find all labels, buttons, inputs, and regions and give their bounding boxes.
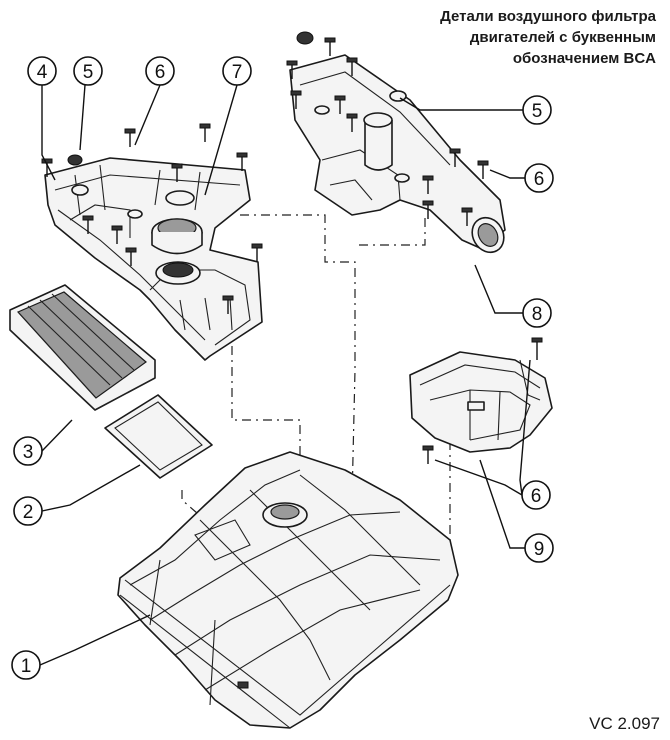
callout-2: 2 (13, 496, 43, 526)
callout-number: 1 (21, 656, 32, 677)
callout-number: 5 (532, 101, 543, 122)
filter-element (9, 284, 156, 411)
callout-6: 6 (145, 56, 175, 86)
callout-3: 3 (13, 436, 43, 466)
screws-upper (41, 123, 263, 314)
callout-number: 9 (534, 539, 545, 560)
screws-duct (286, 37, 489, 226)
title-line: обозначением BCA (512, 50, 656, 67)
callout-4: 4 (27, 56, 57, 86)
callout-5: 5 (73, 56, 103, 86)
figure-code: VC 2.097 (589, 714, 660, 733)
title-line: двигателей с буквенным (469, 29, 656, 46)
callout-6-duct: 6 (524, 163, 554, 193)
screws-resonator (422, 337, 543, 464)
callout-number: 2 (23, 502, 34, 523)
filter-housing-lower (117, 451, 459, 729)
callout-9: 9 (524, 533, 554, 563)
callout-5-duct: 5 (522, 95, 552, 125)
callout-number: 7 (232, 62, 243, 83)
callout-number: 6 (534, 169, 545, 190)
filter-cover-upper (44, 154, 263, 361)
callouts: 4 5 6 7 5 6 8 6 (11, 56, 554, 680)
callout-8: 8 (522, 298, 552, 328)
callout-number: 8 (532, 304, 543, 325)
callout-7: 7 (222, 56, 252, 86)
callout-6-resonator: 6 (521, 480, 551, 510)
callout-number: 5 (83, 62, 94, 83)
title-line: Детали воздушного фильтра (440, 8, 656, 25)
callout-1: 1 (11, 650, 41, 680)
filter-seal (104, 394, 213, 479)
callout-number: 4 (37, 62, 48, 83)
leader-lines (39, 84, 531, 666)
callout-number: 3 (23, 442, 34, 463)
callout-number: 6 (155, 62, 166, 83)
intake-duct (289, 31, 506, 254)
resonator-housing (409, 351, 553, 453)
callout-number: 6 (531, 486, 542, 507)
figure-title: Детали воздушного фильтра двигателей с б… (440, 6, 656, 69)
